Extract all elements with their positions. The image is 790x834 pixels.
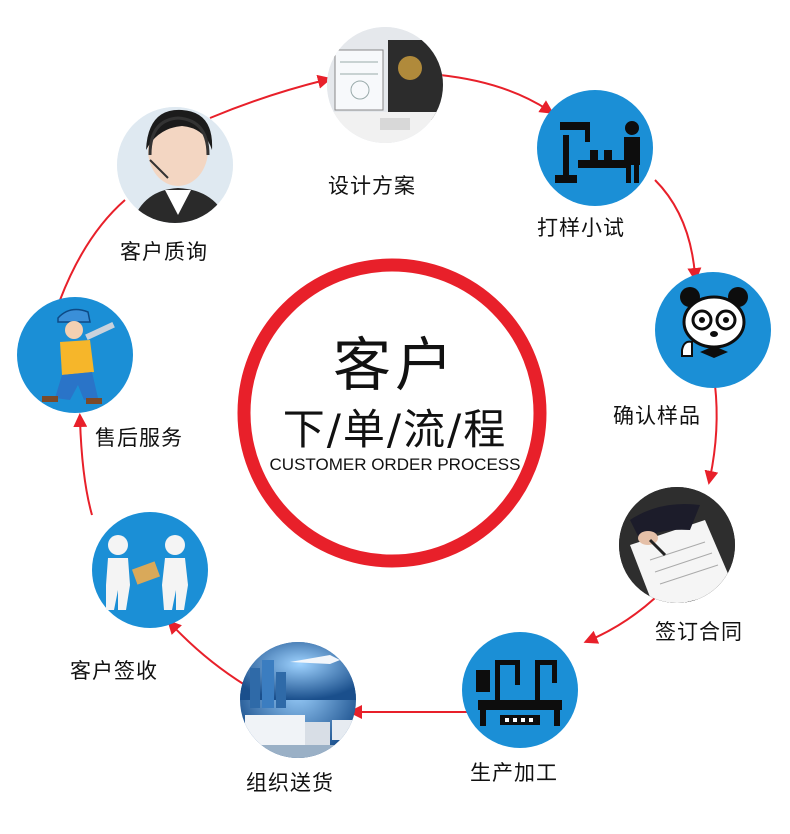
step-label-inquiry: 客户质询 [120, 240, 208, 264]
step-label-sampling: 打样小试 [537, 216, 625, 240]
connector-sampling-to-confirm [654, 179, 702, 282]
panda-thumbs-up-icon [655, 272, 771, 388]
repair-worker-icon [17, 297, 133, 413]
connector-receive-to-aftersales [73, 413, 93, 516]
step-label-receive: 客户签收 [70, 659, 158, 683]
step-label-delivery: 组织送货 [246, 771, 334, 795]
connector-aftersales-to-inquiry [59, 199, 126, 301]
center-title: 客户 [332, 331, 457, 399]
receive-handover-icon [92, 512, 208, 628]
connector-design-to-sampling [439, 74, 554, 114]
contract-signing-icon [619, 487, 735, 603]
design-desk-icon [327, 27, 443, 143]
connector-inquiry-to-design [209, 74, 332, 119]
step-label-contract: 签订合同 [655, 620, 743, 644]
center-ring [237, 258, 547, 568]
connector-confirm-to-contract [704, 384, 719, 485]
center-subtitle: 下/单/流/程 [282, 405, 508, 454]
step-label-design: 设计方案 [328, 174, 416, 198]
customer-service-agent-icon [117, 107, 233, 223]
step-label-after-sales: 售后服务 [95, 426, 183, 450]
connector-contract-to-production [583, 597, 656, 644]
center-english-title: CUSTOMER ORDER PROCESS [269, 455, 521, 474]
robot-arm-sampling-icon [537, 90, 653, 206]
cycle-connectors [59, 74, 719, 719]
logistics-delivery-icon [240, 642, 356, 758]
step-label-production: 生产加工 [470, 761, 558, 785]
step-label-confirm-sample: 确认样品 [613, 404, 701, 428]
production-line-icon [462, 632, 578, 748]
connector-delivery-to-receive [167, 619, 246, 686]
